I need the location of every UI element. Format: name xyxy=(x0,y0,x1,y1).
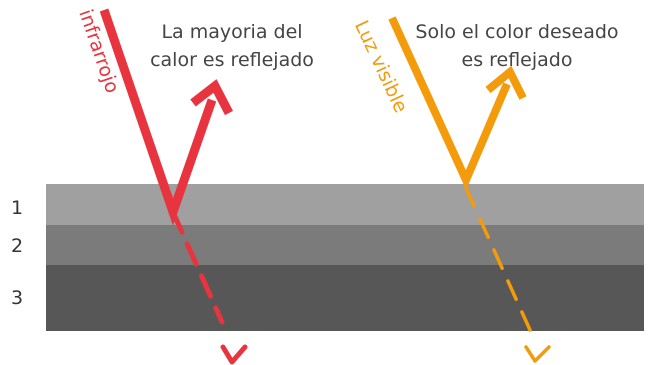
visible-reflected-arrowhead xyxy=(485,65,527,100)
infrared-transmitted-arrowhead xyxy=(220,344,248,365)
layer-2 xyxy=(46,225,644,265)
layer-3-label: 3 xyxy=(11,287,23,309)
infrared-caption-line-1: La mayoria del xyxy=(161,21,302,43)
infrared-ray xyxy=(99,8,248,365)
infrared-caption-line-2: calor es reflejado xyxy=(150,49,314,71)
infrared-reflected-ray xyxy=(99,8,217,226)
visible-reflected-ray xyxy=(388,16,511,190)
infrared-reflected-arrowhead xyxy=(190,79,233,116)
layer-2-label: 2 xyxy=(11,235,23,257)
layer-3 xyxy=(46,265,644,331)
visible-transmitted-dashed xyxy=(464,186,532,332)
infrared-transmitted-dashed xyxy=(170,212,225,325)
visible-caption-line-2: es reflejado xyxy=(462,49,573,71)
visible-caption-line-1: Solo el color deseado xyxy=(415,21,618,43)
layer-1-label: 1 xyxy=(11,197,23,219)
visible-light-ray xyxy=(388,16,551,363)
layer-1 xyxy=(46,184,644,225)
visible-transmitted-arrowhead xyxy=(524,345,551,363)
